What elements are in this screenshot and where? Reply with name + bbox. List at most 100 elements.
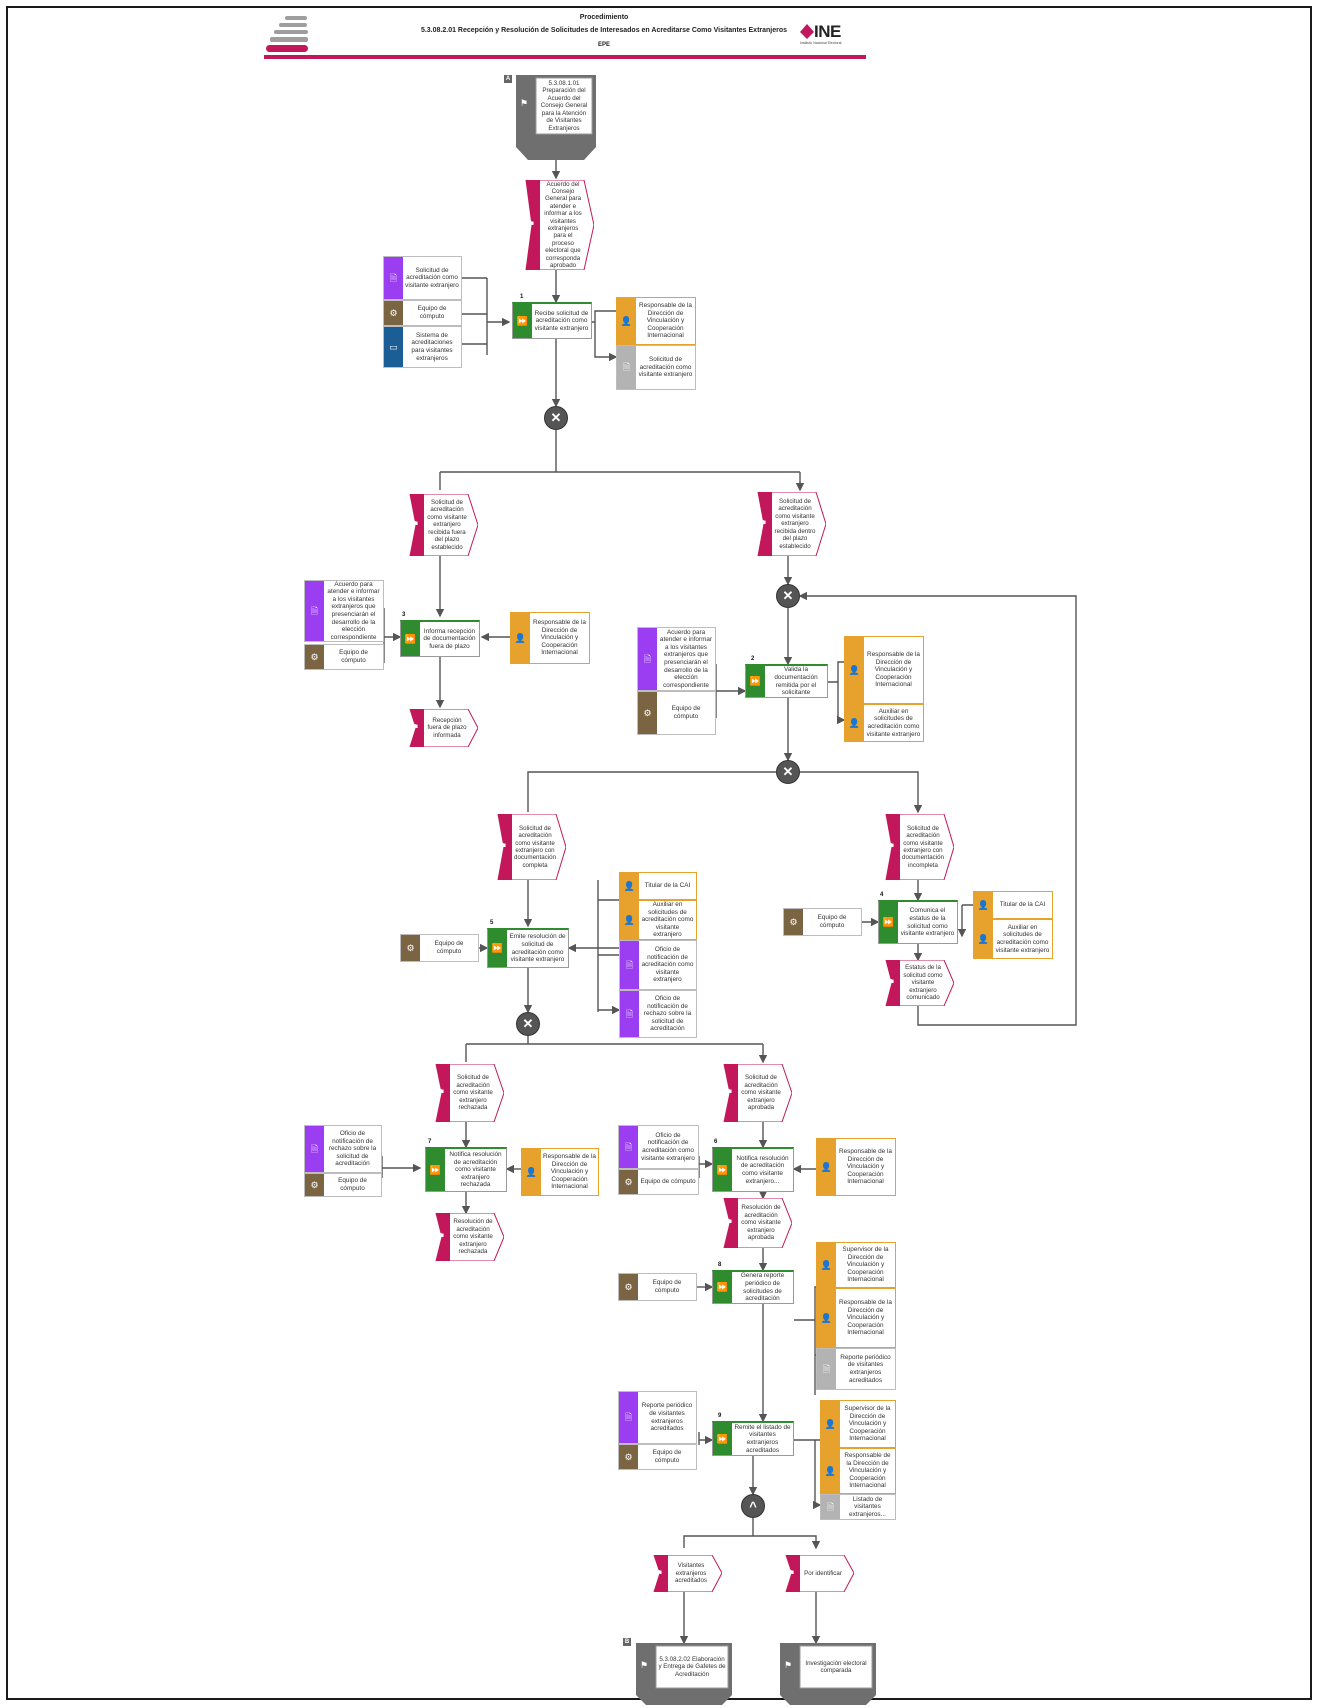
document-icon: 🗎 xyxy=(643,653,652,664)
equipment-icon: ⚙ xyxy=(789,916,798,927)
role-responsable-dvci: 👤 Responsable de la Dirección de Vincula… xyxy=(844,636,924,704)
task-icon: ⏩ xyxy=(716,1282,729,1292)
role-responsable-dvci: 👤 Responsable de la Dirección de Vincula… xyxy=(820,1448,896,1494)
role-auxiliar-solicitudes: 👤 Auxiliar en solicitudes de acreditació… xyxy=(844,704,924,742)
event-solicitud-aprobada: ⚑ Solicitud de acreditación como visitan… xyxy=(716,1064,792,1122)
document-icon: 🗎 xyxy=(822,1363,831,1374)
resource-label: Responsable de la Dirección de Vinculaci… xyxy=(639,302,692,340)
task-notifica-aprobada[interactable]: ⏩ Notifica resolución de acreditación co… xyxy=(712,1147,794,1192)
gateway-xor-1: ✕ xyxy=(544,406,568,430)
resource-label: Responsable de la Dirección de Vinculaci… xyxy=(533,619,586,657)
resource-label: Oficio de notificación de rechazo sobre … xyxy=(643,995,692,1033)
event-icon: ⚑ xyxy=(411,722,420,732)
task-label: Genera reporte periódico de solicitudes … xyxy=(740,1272,785,1303)
task-label: Valida la documentación remitida por el … xyxy=(774,666,818,697)
document-icon: 🗎 xyxy=(625,1008,634,1019)
event-label: Por identificar xyxy=(804,1569,842,1577)
task-genera-reporte[interactable]: ⏩ Genera reporte periódico de solicitude… xyxy=(712,1270,794,1304)
system-acreditaciones: ▭ Sistema de acreditaciones para visitan… xyxy=(383,326,462,368)
resource-label: Sistema de acreditaciones para visitante… xyxy=(411,331,453,362)
task-icon: ⏩ xyxy=(404,633,417,644)
task-comunica-estatus[interactable]: ⏩ Comunica el estatus de la solicitud co… xyxy=(878,900,958,944)
document-icon: 🗎 xyxy=(310,1143,319,1154)
equipment-icon: ⚙ xyxy=(624,1176,633,1187)
event-icon: ⚑ xyxy=(527,219,536,229)
equipment-computo: ⚙ Equipo de cómputo xyxy=(383,300,462,326)
process-link-icon: ⚑ xyxy=(520,98,529,108)
end-process-link-investigacion[interactable]: ⚑ Investigación electoral comparada xyxy=(780,1643,876,1705)
event-icon: ⚑ xyxy=(887,977,896,987)
input-document-oficio-rechazo: 🗎 Oficio de notificación de rechazo sobr… xyxy=(304,1125,382,1173)
header-divider xyxy=(264,55,866,59)
task-number: 2 xyxy=(751,656,755,662)
person-icon: 👤 xyxy=(525,1166,538,1177)
resource-label: Equipo de cómputo xyxy=(417,305,447,320)
diagram-header: Procedimiento 5.3.08.2.01 Recepción y Re… xyxy=(264,14,866,60)
event-icon: ⚑ xyxy=(437,1231,446,1241)
task-emite-resolucion[interactable]: ⏩ Emite resolución de solicitud de acred… xyxy=(487,928,569,968)
equipment-icon: ⚙ xyxy=(310,1179,319,1190)
event-label: Recepción fuera de plazo informada xyxy=(427,716,467,739)
end-process-link-gafetes[interactable]: ⚑ 5.3.08.2.02 Elaboración y Entrega de G… xyxy=(636,1643,732,1705)
resource-label: Supervisor de la Dirección de Vinculació… xyxy=(842,1246,889,1284)
task-informa-fuera-plazo[interactable]: ⏩ Informa recepción de documentación fue… xyxy=(400,620,480,657)
task-icon: ⏩ xyxy=(491,943,504,953)
event-acuerdo-aprobado: ⚑ Acuerdo del Consejo General para atend… xyxy=(518,180,594,270)
event-label: Solicitud de acreditación como visitante… xyxy=(902,824,944,869)
equipment-icon: ⚙ xyxy=(310,651,319,662)
event-documentacion-completa: ⚑ Solicitud de acreditación como visitan… xyxy=(490,814,566,880)
equipment-icon: ⚙ xyxy=(406,942,415,953)
ine-logo: INE Instituto Nacional Electoral xyxy=(800,22,866,48)
resource-label: Titular de la CAI xyxy=(644,882,691,890)
task-number: 1 xyxy=(520,294,524,300)
resource-label: Reporte periódico de visitantes extranje… xyxy=(840,1353,891,1384)
person-icon: 👤 xyxy=(623,880,636,891)
ine-logo-subtext: Instituto Nacional Electoral xyxy=(800,41,842,45)
resource-label: Oficio de notificación de acreditación c… xyxy=(641,946,694,984)
equipment-icon: ⚙ xyxy=(389,307,398,318)
event-visitantes-acreditados: ⚑ Visitantes extranjeros acreditados xyxy=(646,1555,722,1592)
event-recepcion-fuera-plazo: ⚑ Recepción fuera de plazo informada xyxy=(402,709,478,747)
event-label: Solicitud de acreditación como visitante… xyxy=(453,1074,493,1112)
task-recibe-solicitud[interactable]: ⏩ Recibe solicitud de acreditación como … xyxy=(512,302,592,339)
resource-label: Auxiliar en solicitudes de acreditación … xyxy=(995,923,1050,954)
marker-a: A xyxy=(504,75,512,83)
task-remite-listado[interactable]: ⏩ Remite el listado de visitantes extran… xyxy=(712,1421,794,1456)
system-icon: ▭ xyxy=(389,341,398,352)
input-document-solicitud: 🗎 Solicitud de acreditación como visitan… xyxy=(383,256,462,300)
task-icon: ⏩ xyxy=(716,1433,729,1444)
resource-label: Responsable de la Dirección de Vinculaci… xyxy=(844,1452,891,1490)
start-process-label: 5.3.08.1.01 Preparación del Acuerdo del … xyxy=(540,80,588,132)
start-process-link[interactable]: ⚑ 5.3.08.1.01 Preparación del Acuerdo de… xyxy=(516,75,596,160)
resource-label: Equipo de cómputo xyxy=(817,914,847,929)
person-icon: 👤 xyxy=(820,1161,833,1172)
equipment-computo: ⚙ Equipo de cómputo xyxy=(637,691,716,735)
gateway-xor-3: ✕ xyxy=(776,760,800,784)
person-icon: 👤 xyxy=(977,933,990,944)
input-document-acuerdo: 🗎 Acuerdo para atender e informar a los … xyxy=(637,627,716,691)
header-title: 5.3.08.2.01 Recepción y Resolución de So… xyxy=(420,27,788,34)
resource-label: Responsable de la Dirección de Vinculaci… xyxy=(543,1153,596,1191)
task-valida-documentacion[interactable]: ⏩ Valida la documentación remitida por e… xyxy=(745,664,828,698)
event-icon: ⚑ xyxy=(887,841,896,851)
task-number: 3 xyxy=(402,612,406,618)
resource-label: Auxiliar en solicitudes de acreditación … xyxy=(866,707,921,738)
input-document-oficio-acreditacion: 🗎 Oficio de notificación de acreditación… xyxy=(618,1125,699,1169)
task-notifica-rechazada[interactable]: ⏩ Notifica resolución de acreditación co… xyxy=(425,1147,507,1192)
gateway-and-5: ^ xyxy=(741,1494,765,1518)
resource-label: Reporte periódico de visitantes extranje… xyxy=(641,1402,693,1433)
input-document-acuerdo: 🗎 Acuerdo para atender e informar a los … xyxy=(304,580,384,642)
marker-b: B xyxy=(623,1638,631,1646)
event-label: Acuerdo del Consejo General para atender… xyxy=(544,180,582,270)
resource-label: Equipo de cómputo xyxy=(652,1449,682,1464)
event-label: Solicitud de acreditación como visitante… xyxy=(427,499,467,551)
resource-label: Supervisor de la Dirección de Vinculació… xyxy=(844,1405,891,1443)
event-label: Estatus de la solicitud como visitante e… xyxy=(903,964,943,1002)
role-responsable-dvci: 👤 Responsable de la Dirección de Vincula… xyxy=(816,1288,896,1348)
event-icon: ⚑ xyxy=(437,1087,446,1097)
output-document-solicitud: 🗎 Solicitud de acreditación como visitan… xyxy=(616,345,696,390)
person-icon: 👤 xyxy=(820,1312,833,1323)
task-label: Notifica resolución de acreditación como… xyxy=(449,1151,502,1189)
gateway-xor-4: ✕ xyxy=(516,1012,540,1036)
role-titular-cai: 👤 Titular de la CAI xyxy=(973,891,1053,919)
